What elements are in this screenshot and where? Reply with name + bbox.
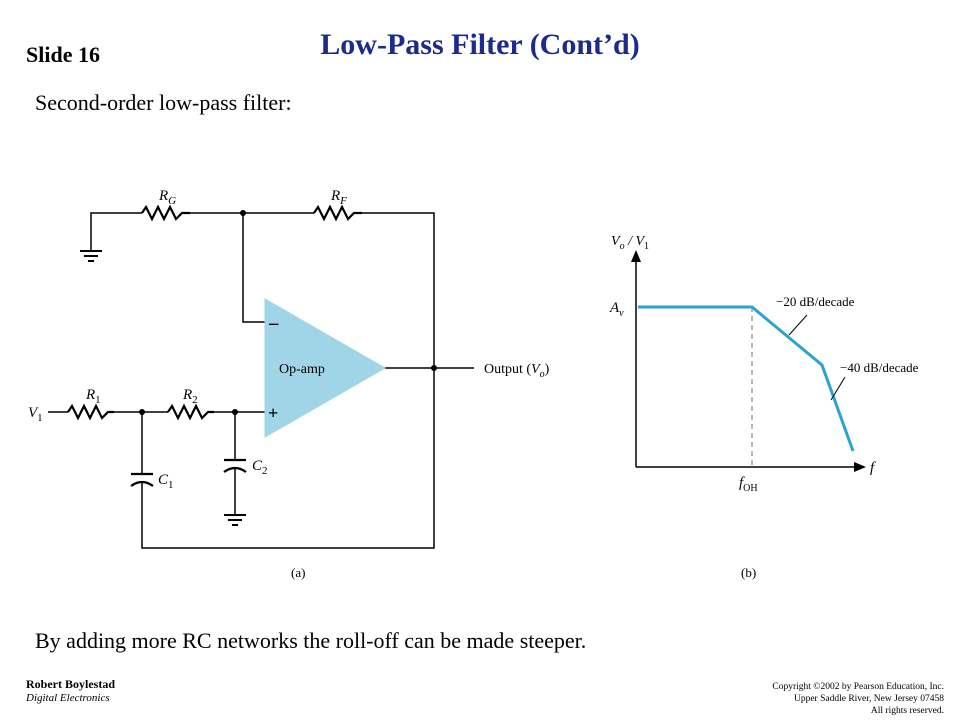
footer-copyright: Copyright ©2002 by Pearson Education, In… xyxy=(772,681,944,717)
opamp-label: Op-amp xyxy=(279,362,325,377)
inverting-sign: − xyxy=(268,314,279,336)
bottom-text: By adding more RC networks the roll-off … xyxy=(35,628,587,653)
caption-b: (b) xyxy=(741,565,756,580)
c1-label: C1 xyxy=(158,472,174,491)
copyright-line: All rights reserved. xyxy=(870,706,944,716)
response-axes xyxy=(635,260,858,468)
rg-label: RG xyxy=(158,188,176,207)
slide-title: Low-Pass Filter (Cont’d) xyxy=(320,28,640,61)
caption-a: (a) xyxy=(291,565,305,580)
footer-book: Digital Electronics xyxy=(26,692,110,704)
c2-label: C2 xyxy=(252,458,268,477)
response-curve xyxy=(638,305,855,452)
footer-author: Robert Boylestad xyxy=(26,677,115,691)
y-axis-arrow xyxy=(631,250,641,262)
output-label: Output (Vo) xyxy=(484,362,550,380)
resistor-rg xyxy=(141,204,190,222)
slope1-label: −20 dB/decade xyxy=(776,294,855,309)
x-axis-label: f xyxy=(870,460,876,476)
rf-label: RF xyxy=(330,188,347,207)
resistor-rf xyxy=(313,204,362,222)
slope2-label: −40 dB/decade xyxy=(840,360,919,375)
r2-label: R2 xyxy=(182,387,198,406)
y-axis-label: Vo / V1 xyxy=(611,234,649,252)
circuit-diagram xyxy=(48,204,474,549)
r1-label: R1 xyxy=(85,387,101,406)
resistor-r2 xyxy=(167,403,214,421)
copyright-line: Copyright ©2002 by Pearson Education, In… xyxy=(772,682,944,692)
junction-dots xyxy=(139,210,437,415)
cutoff-label: fOH xyxy=(739,475,758,494)
slope2-leader xyxy=(830,376,846,401)
opamp-symbol xyxy=(264,298,387,438)
subtitle: Second-order low-pass filter: xyxy=(35,90,292,115)
slope1-leader xyxy=(788,314,808,336)
resistor-r1 xyxy=(67,403,114,421)
noninverting-sign: + xyxy=(268,403,278,423)
x-axis-arrow xyxy=(854,462,866,472)
gain-label: Av xyxy=(609,300,624,319)
copyright-line: Upper Saddle River, New Jersey 07458 xyxy=(793,694,944,704)
slide-number: Slide 16 xyxy=(26,42,100,67)
v1-label: V1 xyxy=(28,405,43,424)
